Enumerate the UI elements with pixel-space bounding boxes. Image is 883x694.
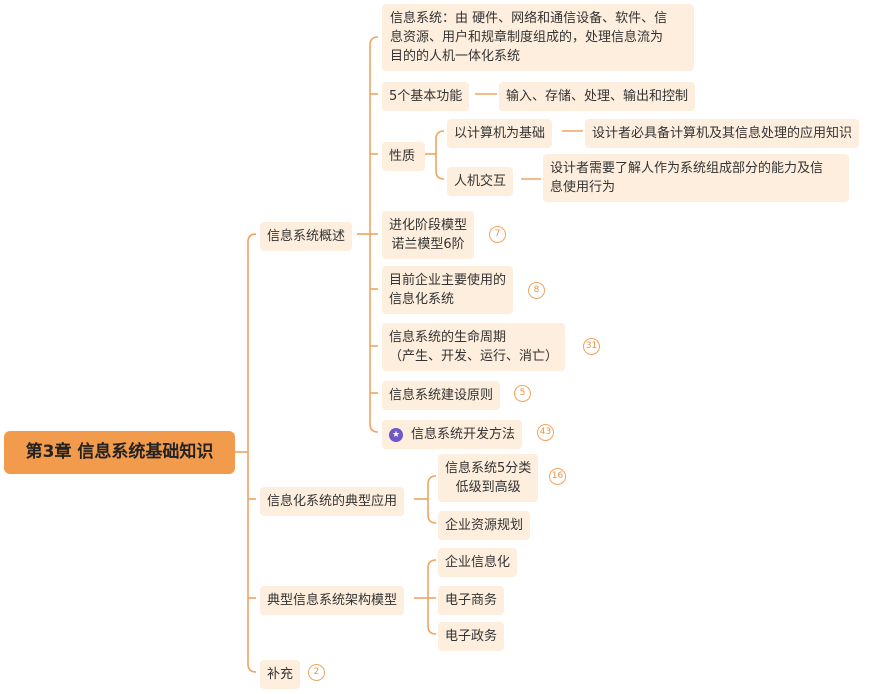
node-architecture-item-2[interactable]: 电子政务 (438, 622, 505, 651)
root-node[interactable]: 第3章 信息系统基础知识 (4, 431, 235, 474)
connector-architecture-trunk (427, 559, 437, 635)
enterprise-count-badge[interactable]: 8 (528, 282, 545, 299)
methods-label: 信息系统开发方法 (411, 427, 516, 442)
node-supplement[interactable]: 补充 (260, 660, 301, 689)
node-computer-based[interactable]: 以计算机为基础 (447, 119, 553, 148)
connector-applications-trunk (427, 475, 437, 524)
node-human-interaction[interactable]: 人机交互 (447, 167, 514, 196)
evolution-line-2: 诺兰模型6阶 (391, 237, 465, 252)
node-architecture[interactable]: 典型信息系统架构模型 (260, 586, 405, 615)
node-classes[interactable]: 信息系统5分类 低级到高级 (438, 454, 539, 502)
human-detail-line-1: 设计者需要了解人作为系统组成部分的能力及信 (550, 161, 824, 176)
definition-line-1: 信息系统：由 硬件、网络和通信设备、软件、信 (390, 11, 668, 26)
lifecycle-line-1: 信息系统的生命周期 (389, 330, 507, 345)
connector-nature-trunk (435, 130, 445, 180)
classes-count-badge[interactable]: 16 (549, 468, 566, 485)
classes-line-2: 低级到高级 (455, 480, 521, 495)
lifecycle-count-badge[interactable]: 31 (583, 338, 600, 355)
classes-line-1: 信息系统5分类 (445, 461, 532, 476)
definition-line-2: 息资源、用户和规章制度组成的，处理信息流为 (390, 30, 664, 45)
node-methods[interactable]: ★ 信息系统开发方法 (382, 420, 523, 449)
definition-line-3: 目的的人机一体化系统 (390, 49, 521, 64)
connector-trunk (247, 233, 257, 673)
enterprise-line-1: 目前企业主要使用的 (389, 273, 507, 288)
node-nature[interactable]: 性质 (382, 142, 425, 171)
node-human-detail[interactable]: 设计者需要了解人作为系统组成部分的能力及信 息使用行为 (543, 154, 849, 202)
evolution-line-1: 进化阶段模型 (389, 218, 468, 233)
enterprise-line-2: 信息化系统 (389, 292, 455, 307)
node-applications[interactable]: 信息化系统的典型应用 (260, 487, 405, 516)
node-lifecycle[interactable]: 信息系统的生命周期 （产生、开发、运行、消亡） (382, 323, 566, 371)
node-principles[interactable]: 信息系统建设原则 (382, 381, 501, 410)
node-architecture-item-0[interactable]: 企业信息化 (438, 548, 518, 577)
node-functions[interactable]: 5个基本功能 (382, 82, 470, 111)
node-enterprise[interactable]: 目前企业主要使用的 信息化系统 (382, 266, 514, 314)
methods-count-badge[interactable]: 43 (537, 424, 554, 441)
node-architecture-item-1[interactable]: 电子商务 (438, 586, 505, 615)
node-computer-detail[interactable]: 设计者必具备计算机及其信息处理的应用知识 (585, 119, 860, 148)
evolution-count-badge[interactable]: 7 (489, 226, 506, 243)
node-definition[interactable]: 信息系统：由 硬件、网络和通信设备、软件、信 息资源、用户和规章制度组成的，处理… (382, 4, 694, 71)
node-functions-detail[interactable]: 输入、存储、处理、输出和控制 (499, 82, 696, 111)
human-detail-line-2: 息使用行为 (550, 180, 616, 195)
lifecycle-line-2: （产生、开发、运行、消亡） (389, 349, 559, 364)
supplement-count-badge[interactable]: 2 (308, 664, 325, 681)
connector-overview-trunk (369, 36, 379, 433)
principles-count-badge[interactable]: 5 (514, 385, 531, 402)
node-overview[interactable]: 信息系统概述 (260, 222, 353, 251)
star-icon: ★ (389, 427, 403, 442)
node-evolution[interactable]: 进化阶段模型 诺兰模型6阶 (382, 211, 475, 259)
node-erp[interactable]: 企业资源规划 (438, 511, 531, 540)
